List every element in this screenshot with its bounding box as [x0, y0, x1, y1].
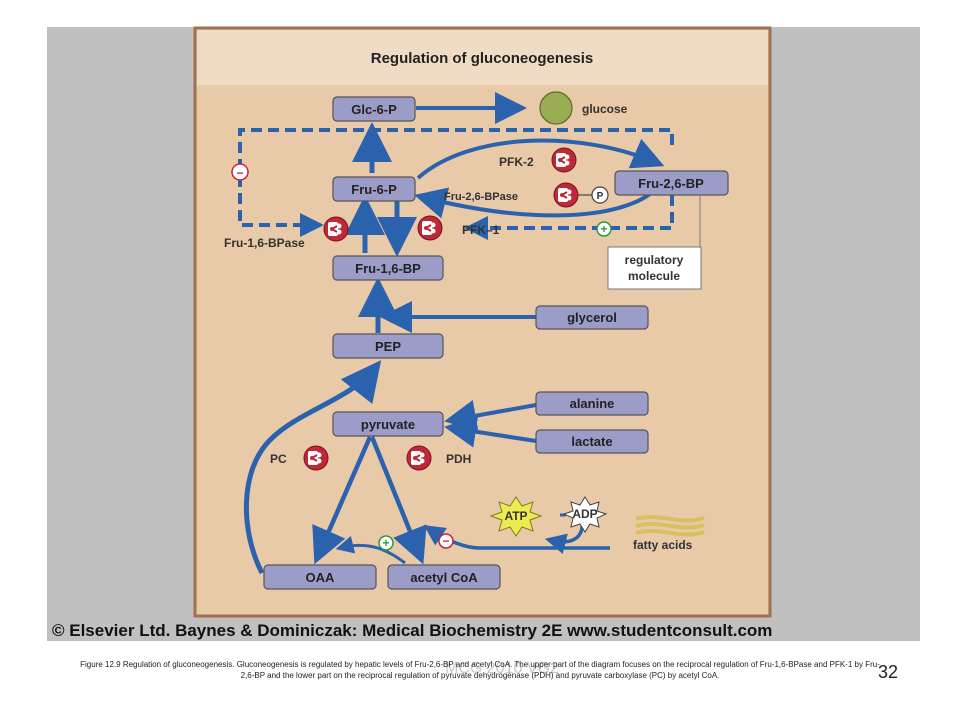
label-pc: PC	[270, 452, 287, 466]
page-number: 32	[878, 662, 899, 682]
label-lactate: lactate	[571, 434, 612, 449]
label-atp: ATP	[504, 509, 527, 523]
label-glc6p: Glc-6-P	[351, 102, 397, 117]
arrow-fru26bpase	[414, 187, 652, 219]
atp-star-icon	[489, 496, 543, 537]
watermark: MCG 2010 VG2	[445, 660, 559, 677]
label-fru16bp: Fru-1,6-BP	[355, 261, 421, 276]
label-fru6p: Fru-6-P	[351, 182, 397, 197]
label-acetylcoa: acetyl CoA	[410, 570, 478, 585]
inhibition-symbol	[231, 163, 249, 181]
box-glycerol	[535, 305, 649, 330]
box-acetylcoa	[387, 564, 501, 590]
arrow-lactate	[444, 415, 537, 448]
box-alanine	[535, 391, 649, 416]
pfk1-enzyme-icon	[417, 215, 443, 241]
label-oaa: OAA	[306, 570, 336, 585]
pdh-enzyme-icon	[406, 445, 432, 471]
arrow-pyruvate-to-oaa	[312, 436, 373, 565]
label-adp: ADP	[572, 507, 597, 521]
label-inhibition: −	[236, 166, 243, 180]
fatty-acid-chain-2	[635, 521, 705, 530]
label-phosphate: P	[597, 191, 604, 202]
fatty-acid-chain-3	[635, 528, 705, 537]
label-fru16bpase: Fru-1,6-BPase	[224, 236, 305, 250]
label-regulatory-line1: regulatory	[625, 253, 684, 267]
fatty-acid-chain-1	[635, 514, 705, 523]
label-fru26bpase: Fru-2,6-BPase	[444, 191, 518, 203]
label-regulatory-line2: molecule	[628, 269, 680, 283]
title-bar	[197, 30, 768, 85]
label-pfk2: PFK-2	[499, 155, 534, 169]
inhibition-symbol-pdh	[438, 533, 454, 549]
figure-caption: Figure 12.9 Regulation of gluconeogenesi…	[80, 660, 880, 680]
arrow-fatty-acids-to-acetylcoa	[423, 525, 610, 550]
label-pdh: PDH	[446, 452, 471, 466]
arrow-pfk2	[416, 138, 665, 180]
activation-symbol-pfk1	[596, 221, 612, 237]
label-pfk1: PFK–1	[462, 223, 500, 237]
label-pyruvate: pyruvate	[361, 417, 415, 432]
label-pep: PEP	[375, 339, 401, 354]
box-lactate	[535, 429, 649, 454]
box-glc6p	[332, 96, 416, 122]
box-pep	[332, 333, 444, 359]
glucose-icon	[539, 91, 573, 125]
label-glycerol: glycerol	[567, 310, 617, 325]
arrow-acetylcoa-activates-pc	[335, 535, 406, 565]
box-oaa	[263, 564, 377, 590]
box-fru16bp	[332, 255, 444, 281]
label-fru26bp: Fru-2,6-BP	[638, 176, 704, 191]
box-fru26bp	[614, 170, 729, 196]
fru26bpase-enzyme-icon	[553, 182, 579, 208]
pfk2-enzyme-icon	[551, 147, 577, 173]
box-regulatory-molecule	[607, 246, 702, 290]
dashed-inhibition-loop	[238, 128, 674, 237]
box-fru6p	[332, 176, 416, 202]
box-pyruvate	[332, 411, 444, 437]
label-fatty-acids: fatty acids	[633, 538, 693, 552]
adp-star-icon	[562, 496, 608, 533]
arrow-pyruvate-to-acetylcoa	[369, 436, 427, 565]
arrow-oaa-to-pep	[243, 360, 382, 575]
label-alanine: alanine	[570, 396, 615, 411]
label-activation-pfk1: +	[600, 222, 607, 236]
copyright-line: © Elsevier Ltd. Baynes & Dominiczak: Med…	[52, 621, 772, 640]
fru16bpase-enzyme-icon	[323, 216, 349, 242]
label-activation-pc: +	[382, 536, 389, 550]
label-inhibition-pdh: −	[442, 534, 449, 548]
activation-symbol-pc	[378, 535, 394, 551]
dashed-activation-arrow	[464, 195, 674, 240]
label-glucose: glucose	[582, 102, 628, 116]
pc-enzyme-icon	[303, 445, 329, 471]
diagram-title: Regulation of gluconeogenesis	[371, 50, 594, 67]
